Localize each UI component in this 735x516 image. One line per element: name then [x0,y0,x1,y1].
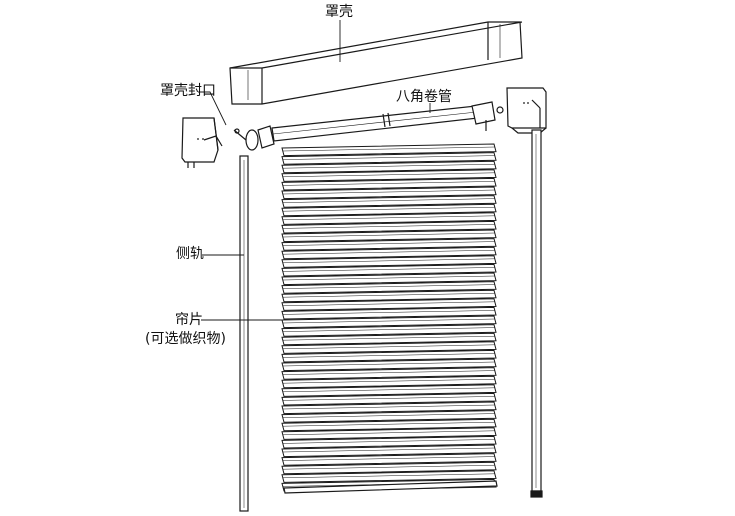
slat [281,470,497,483]
slat [281,246,497,260]
slat-groove [282,378,496,384]
slat [281,358,497,372]
slat [281,306,497,320]
slat-groove [282,267,496,272]
slat-groove [282,241,496,246]
slat-groove [282,370,496,375]
slat-groove [282,327,496,332]
slat [281,341,497,354]
slat-groove [282,275,496,281]
housing-label: 罩壳 [325,4,353,20]
slat [281,169,497,182]
slat [281,427,497,440]
side-rail-label: 侧轨 [176,246,204,262]
slat [281,289,497,303]
slat [281,418,497,432]
left-side-rail-part [239,155,249,512]
slat-groove [282,430,496,436]
slat [281,401,497,415]
octagonal-tube-label: 八角卷管 [396,89,452,105]
slat [281,143,497,157]
octagonal-tube-part [233,101,504,151]
left-end-cap-part [181,117,223,168]
slat-groove [282,447,496,453]
slat [281,349,497,363]
slat-groove [282,258,496,264]
slat-groove [282,232,496,238]
slat-groove [282,249,496,255]
slat [281,392,497,406]
slat-groove [282,396,496,401]
slat-groove [282,439,496,444]
slat-groove [282,318,496,324]
slat [281,332,497,346]
end-cap-label: 罩壳封口 [160,83,216,99]
slat-groove [282,421,496,427]
slat [281,195,497,208]
slat-groove [282,292,496,298]
slat-groove [282,163,496,169]
slat [281,186,497,200]
slat-groove [282,301,496,307]
slat [281,281,497,294]
slat [281,384,497,397]
leader-lines [198,20,431,321]
slat-groove [282,464,496,470]
slat-groove [282,473,496,479]
slat [281,160,497,174]
right-end-cap-part [506,87,547,134]
slat [281,375,497,389]
slat-groove [282,198,496,203]
slat-groove [282,215,496,221]
slat-groove [282,181,496,186]
housing-part [229,21,523,105]
slat [281,444,497,458]
slat-groove [282,224,496,229]
slat-groove [282,146,496,152]
slat [281,203,497,217]
slat [281,272,497,286]
slat [281,255,497,268]
slat-groove [282,361,496,367]
slat [281,453,497,466]
slat-groove [282,353,496,358]
slat-note-label: (可选做织物) [145,331,226,347]
slat-groove [282,206,496,212]
slat [281,263,497,277]
bottom-bar [283,480,498,494]
slat [281,298,497,311]
slat [281,152,497,165]
slat [281,367,497,380]
slat-groove [282,310,496,315]
slat [281,461,497,475]
slat-groove [282,413,496,418]
slat-groove [282,404,496,410]
slat-groove [282,284,496,289]
slat [281,410,497,423]
slat [281,238,497,251]
slat [281,229,497,243]
slat-curtain-part [281,143,498,494]
slat [281,315,497,329]
slat [281,435,497,449]
slat-groove [282,387,496,393]
slat [281,324,497,337]
slat-groove [282,335,496,341]
slat [281,220,497,234]
slat [281,177,497,191]
slat-groove [282,344,496,350]
right-side-rail-part [530,129,543,498]
slat [281,212,497,225]
slat-groove [282,172,496,178]
slat-groove [282,155,496,160]
slat-groove [282,456,496,461]
slat-label: 帘片 [175,312,203,328]
slat-groove [282,189,496,195]
